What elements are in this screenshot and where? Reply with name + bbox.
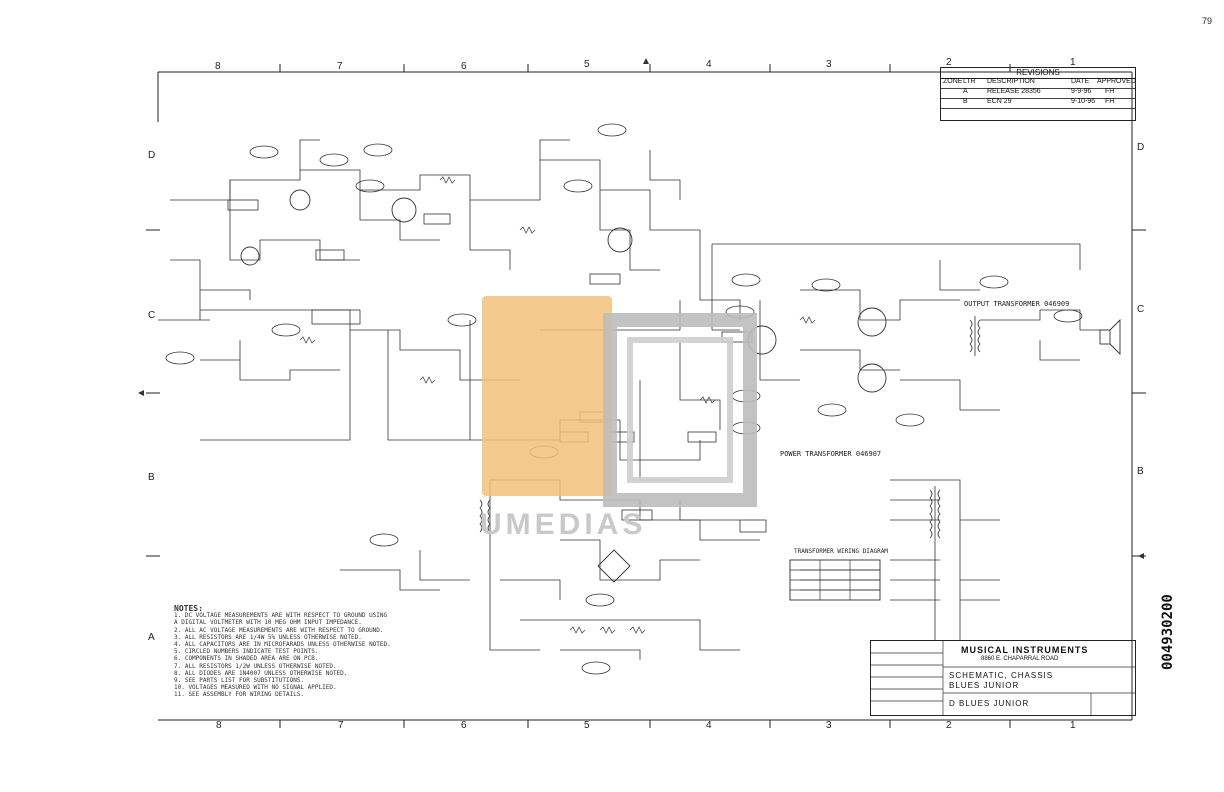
zone-top-3: 3 bbox=[826, 59, 832, 70]
rev-date: 9-9-96 bbox=[1071, 88, 1092, 95]
page-number: 79 bbox=[1202, 16, 1213, 26]
note-line: 5. CIRCLED NUMBERS INDICATE TEST POINTS. bbox=[174, 648, 319, 656]
zone-bottom-5: 5 bbox=[584, 720, 590, 731]
zone-top-1: 1 bbox=[1070, 57, 1076, 68]
zone-row-d-right: D bbox=[1137, 142, 1145, 153]
zone-bottom-2: 2 bbox=[946, 720, 952, 731]
label-transformer-output: OUTPUT TRANSFORMER 046909 bbox=[964, 300, 1070, 308]
note-line: 9. SEE PARTS LIST FOR SUBSTITUTIONS. bbox=[174, 677, 305, 685]
zone-top-2: 2 bbox=[946, 57, 952, 68]
drawing-title: SCHEMATIC, CHASSIS bbox=[949, 671, 1054, 680]
resistor-symbols bbox=[299, 176, 816, 634]
note-line: 10. VOLTAGES MEASURED WITH NO SIGNAL APP… bbox=[174, 684, 337, 692]
margin-arrows bbox=[138, 58, 1144, 559]
vacuum-tubes bbox=[240, 189, 887, 393]
rev-desc: ECN 29 bbox=[987, 98, 1012, 105]
zone-bottom-6: 6 bbox=[461, 720, 467, 731]
note-line: 2. ALL AC VOLTAGE MEASUREMENTS ARE WITH … bbox=[174, 626, 384, 634]
rev-col-desc: DESCRIPTION bbox=[987, 78, 1035, 85]
rev-ltr: A bbox=[963, 88, 968, 95]
rev-appr: FH bbox=[1105, 88, 1115, 95]
drawing-subtitle: BLUES JUNIOR bbox=[949, 681, 1020, 690]
transformer-symbols bbox=[479, 316, 981, 640]
component-boxes bbox=[227, 199, 767, 533]
rev-col-zone: ZONE bbox=[943, 78, 963, 85]
title-block-grid bbox=[871, 641, 1135, 715]
note-line: 8. ALL DIODES ARE 1N4007 UNLESS OTHERWIS… bbox=[174, 669, 348, 677]
zone-top-7: 7 bbox=[337, 61, 343, 72]
drawing-notes: NOTES: 1. DC VOLTAGE MEASUREMENTS ARE WI… bbox=[174, 604, 474, 699]
zone-bottom-8: 8 bbox=[216, 720, 222, 731]
note-line: 3. ALL RESISTORS ARE 1/4W 5% UNLESS OTHE… bbox=[174, 633, 362, 641]
label-wiring-diagram: TRANSFORMER WIRING DIAGRAM bbox=[794, 548, 888, 555]
zone-top-4: 4 bbox=[706, 59, 712, 70]
note-line: 4. ALL CAPACITORS ARE IN MICROFARADS UNL… bbox=[174, 641, 391, 649]
zone-row-c-left: C bbox=[148, 310, 156, 321]
rev-desc: RELEASE 28356 bbox=[987, 88, 1041, 95]
rev-date: 9-10-96 bbox=[1071, 98, 1096, 105]
watermark-text: UMEDIAS bbox=[480, 508, 647, 541]
wiring-table bbox=[789, 559, 881, 601]
company-name: MUSICAL INSTRUMENTS bbox=[961, 645, 1089, 655]
revision-row: B ECN 29 9-10-96 FH bbox=[941, 98, 1135, 109]
note-line: A DIGITAL VOLTMETER WITH 10 MEG OHM INPU… bbox=[174, 619, 362, 627]
watermark-capacitor bbox=[482, 296, 612, 496]
zone-top-6: 6 bbox=[461, 61, 467, 72]
company-address: 8860 E. CHAPARRAL ROAD bbox=[981, 656, 1059, 662]
zone-bottom-3: 3 bbox=[826, 720, 832, 731]
drawing-number: D BLUES JUNIOR bbox=[949, 699, 1030, 708]
revision-title: REVISIONS bbox=[941, 68, 1135, 79]
zone-row-c-right: C bbox=[1137, 304, 1145, 315]
note-line: 1. DC VOLTAGE MEASUREMENTS ARE WITH RESP… bbox=[174, 612, 388, 620]
revision-row: A RELEASE 28356 9-9-96 FH bbox=[941, 88, 1135, 99]
bridge-rectifier bbox=[597, 549, 631, 583]
revision-table: REVISIONS ZONE LTR DESCRIPTION DATE APPR… bbox=[940, 67, 1136, 121]
zone-row-b-right: B bbox=[1137, 466, 1144, 477]
title-block: MUSICAL INSTRUMENTS 8860 E. CHAPARRAL RO… bbox=[870, 640, 1136, 716]
speaker-symbol bbox=[1099, 318, 1121, 356]
note-line: 6. COMPONENTS IN SHADED AREA ARE ON PCB. bbox=[174, 655, 319, 663]
rev-appr: FH bbox=[1105, 98, 1115, 105]
note-line: 7. ALL RESISTORS 1/2W UNLESS OTHERWISE N… bbox=[174, 662, 337, 670]
watermark-logo bbox=[603, 313, 757, 507]
label-transformer-power: POWER TRANSFORMER 046907 bbox=[780, 450, 882, 458]
drawing-frame bbox=[146, 64, 1146, 728]
rev-col-date: DATE bbox=[1071, 78, 1090, 85]
rev-col-ltr: LTR bbox=[963, 78, 976, 85]
rev-ltr: B bbox=[963, 98, 968, 105]
rev-col-approved: APPROVED bbox=[1097, 78, 1136, 85]
zone-row-d-left: D bbox=[148, 150, 156, 161]
zone-bottom-7: 7 bbox=[338, 720, 344, 731]
zone-top-8: 8 bbox=[215, 61, 221, 72]
zone-row-a-left: A bbox=[148, 632, 155, 643]
zone-bottom-1: 1 bbox=[1070, 720, 1076, 731]
test-point-tags bbox=[165, 123, 1083, 675]
notes-heading: NOTES: bbox=[174, 604, 203, 613]
zone-row-b-left: B bbox=[148, 472, 155, 483]
zone-bottom-4: 4 bbox=[706, 720, 712, 731]
document-number: 004930200 bbox=[1160, 594, 1176, 670]
revision-header-row: ZONE LTR DESCRIPTION DATE APPROVED bbox=[941, 78, 1136, 89]
note-line: 11. SEE ASSEMBLY FOR WIRING DETAILS. bbox=[174, 691, 305, 699]
zone-top-5: 5 bbox=[584, 59, 590, 70]
